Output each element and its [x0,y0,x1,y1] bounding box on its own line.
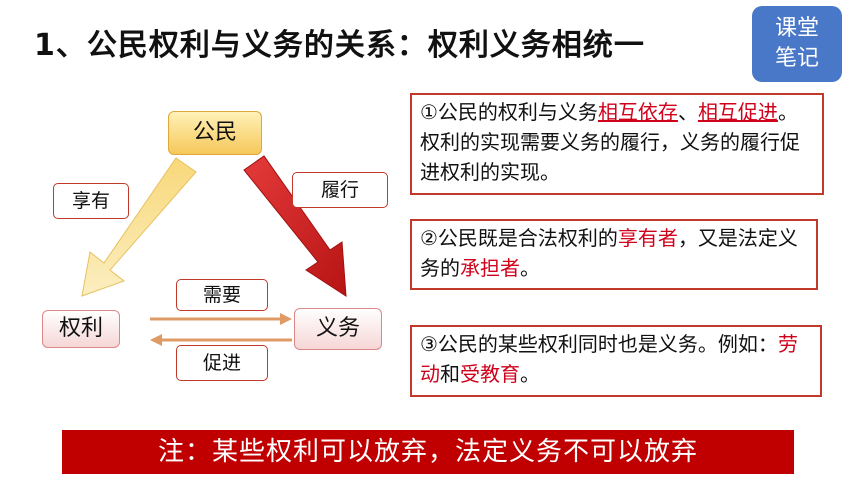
point-2-mid: ，又是法定义务的 [420,226,798,280]
class-notes-badge[interactable]: 课堂 笔记 [752,6,842,82]
citizen-node: 公民 [168,111,262,155]
point-1-key-2: 相互促进 [697,100,778,124]
point-3-end: 。 [520,362,540,386]
page-title: 1、公民权利与义务的关系：权利义务相统一 [34,28,645,63]
point-1-rest: 。权利的实现需要义务的履行，义务的履行促进权利的实现。 [420,100,800,184]
point-2-text: ②公民既是合法权利的 [420,226,618,250]
perform-arrow [243,155,347,297]
point-3-key-2: 受教育 [460,362,520,386]
point-2-key-1: 享有者 [617,226,678,250]
perform-label: 履行 [292,172,388,208]
point-2-end: 。 [520,256,540,280]
note-banner: 注：某些权利可以放弃，法定义务不可以放弃 [62,430,794,474]
promote-label: 促进 [176,345,268,381]
point-1-sep: 、 [677,100,698,124]
point-1-box: ①公民的权利与义务相互依存、相互促进。权利的实现需要义务的履行，义务的履行促进权… [410,93,824,195]
point-2-box: ②公民既是合法权利的享有者，又是法定义务的承担者。 [410,219,818,290]
badge-line2: 笔记 [774,46,819,71]
point-3-key-1: 劳动 [420,332,798,386]
need-arrow-head [280,313,292,325]
enjoy-arrow [81,157,197,297]
duties-node: 义务 [294,308,382,350]
enjoy-label: 享有 [53,183,129,219]
need-label: 需要 [176,279,268,311]
point-3-mid: 和 [440,362,460,386]
point-1-text: ①公民的权利与义务 [420,100,598,124]
point-3-box: ③公民的某些权利同时也是义务。例如：劳动和受教育。 [410,325,822,397]
point-2-key-2: 承担者 [460,256,520,280]
rights-node: 权利 [42,310,120,348]
badge-line1: 课堂 [774,16,819,41]
point-3-text: ③公民的某些权利同时也是义务。例如： [420,332,778,356]
promote-arrow-head [150,334,162,346]
point-1-key-1: 相互依存 [597,100,678,124]
